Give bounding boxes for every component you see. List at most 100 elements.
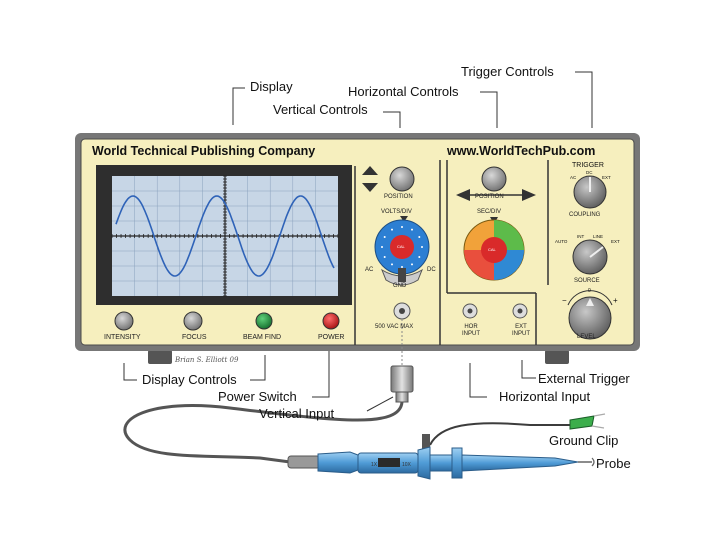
power-button[interactable] [322,312,340,330]
waveform-trace [115,195,335,277]
level-knob[interactable] [568,296,612,340]
callout-horizontal-controls: Horizontal Controls [348,84,459,99]
level-minus-label: − [562,296,567,305]
probe-strain-relief [287,455,321,469]
level-plus-label: + [613,296,618,305]
vertical-position-knob[interactable] [389,166,415,192]
right-arrow-icon [522,189,536,201]
callout-lines [123,71,593,412]
probe-guard-rear [417,446,431,480]
sec-div-cal-knob[interactable] [481,237,507,263]
volts-div-cal-label: CAL [397,244,405,249]
coupling-opt-ac: AC [570,175,577,180]
volts-div-scale-mark [401,226,403,228]
volts-div-scale-mark [421,246,423,248]
left-arrow-icon [456,189,470,201]
gnd-label: GND [393,283,407,289]
callout-ground-clip: Ground Clip [549,433,619,448]
level-knob-pointer [586,298,594,306]
volts-div-cal-knob[interactable] [390,235,414,259]
callout-power-switch: Power Switch [218,389,297,404]
left-foot [148,350,172,364]
vertical-position-label: POSITION [384,194,413,200]
horizontal-position-label: POSITION [475,194,504,200]
level-zero-label: 0 [588,288,591,294]
trigger-title: TRIGGER [572,162,604,169]
probe-attenuation-switch[interactable] [378,458,400,467]
hor-input-label: HOR INPUT [462,324,480,337]
source-opt-auto: AUTO [555,239,568,244]
probe-hook [591,457,595,467]
ground-lead [429,422,570,446]
callout-vertical-controls: Vertical Controls [273,102,368,117]
coupling-lever[interactable] [398,268,406,282]
beam-find-label: BEAM FIND [243,334,282,341]
callout-trigger-controls: Trigger Controls [461,64,554,79]
volts-div-scale-mark [411,263,413,266]
intensity-knob[interactable] [114,311,134,331]
callout-probe: Probe [596,456,631,471]
volts-div-scale [381,226,423,268]
volts-div-scale-mark [381,246,383,248]
hor-input-jack-center [467,308,473,314]
probe-switch-mark-10x: 10X [402,462,412,468]
probe-switch-mark-1x: 1X [371,462,378,468]
volts-div-label: VOLTS/DIV [381,209,412,215]
ext-input-jack-center [517,308,523,314]
up-arrow-icon [362,166,378,175]
volts-div-scale-mark [383,236,386,238]
coupling-opt-dc: DC [586,170,593,175]
sec-div-label: SEC/DIV [477,209,502,215]
artist-signature: Brian S. Elliott 09 [175,356,239,364]
source-opt-int: INT [577,234,585,239]
volts-div-pointer-icon [400,216,408,222]
screen-axis-ticks [111,175,339,297]
sec-div-cal-label: CAL [488,247,496,252]
volts-div-scale-mark [383,256,386,258]
source-opt-ext: EXT [611,239,620,244]
level-label: LEVEL [577,334,596,340]
right-foot [545,350,569,364]
volts-div-scale-mark [391,228,393,231]
coupling-opt-ext: EXT [602,175,611,180]
down-arrow-icon [362,183,378,192]
ac-label: AC [365,267,374,273]
beam-find-button[interactable] [255,312,273,330]
bnc-connector[interactable] [390,365,414,393]
focus-label: FOCUS [182,334,207,341]
source-label: SOURCE [574,278,600,284]
volts-div-scale-mark [401,266,403,268]
ground-clip-jaws [591,413,606,429]
callout-display-controls: Display Controls [142,372,237,387]
brand-name: World Technical Publishing Company [92,144,316,158]
probe-grip [429,454,453,472]
callout-external-trigger: External Trigger [538,371,630,386]
ground-lead-connector [422,434,430,450]
max-rating-label: 500 VAC MAX [375,324,414,330]
ground-clip[interactable] [569,415,595,430]
level-arc [567,290,613,306]
probe-tip-cover [461,454,579,472]
dc-label: DC [427,267,436,273]
volts-div-scale-mark [418,256,421,258]
intensity-label: INTENSITY [104,334,141,341]
probe-guard-front [451,447,463,479]
vertical-input-jack-center [399,308,405,314]
callout-display: Display [250,79,293,94]
source-opt-line: LINE [593,234,604,239]
ext-input-label: EXT INPUT [512,324,530,337]
probe-handle-rear [317,451,359,474]
focus-knob[interactable] [183,311,203,331]
bnc-connector-neck [395,391,409,403]
horizontal-position-knob[interactable] [481,166,507,192]
power-label: POWER [318,334,345,341]
source-knob-indicator [589,246,604,258]
callout-vertical-input: Vertical Input [259,406,335,421]
brand-url: www.WorldTechPub.com [447,144,596,158]
volts-div-scale-mark [411,228,413,231]
callout-horizontal-input: Horizontal Input [499,389,591,404]
probe-cable [123,401,404,464]
volts-div-scale-mark [418,236,421,238]
